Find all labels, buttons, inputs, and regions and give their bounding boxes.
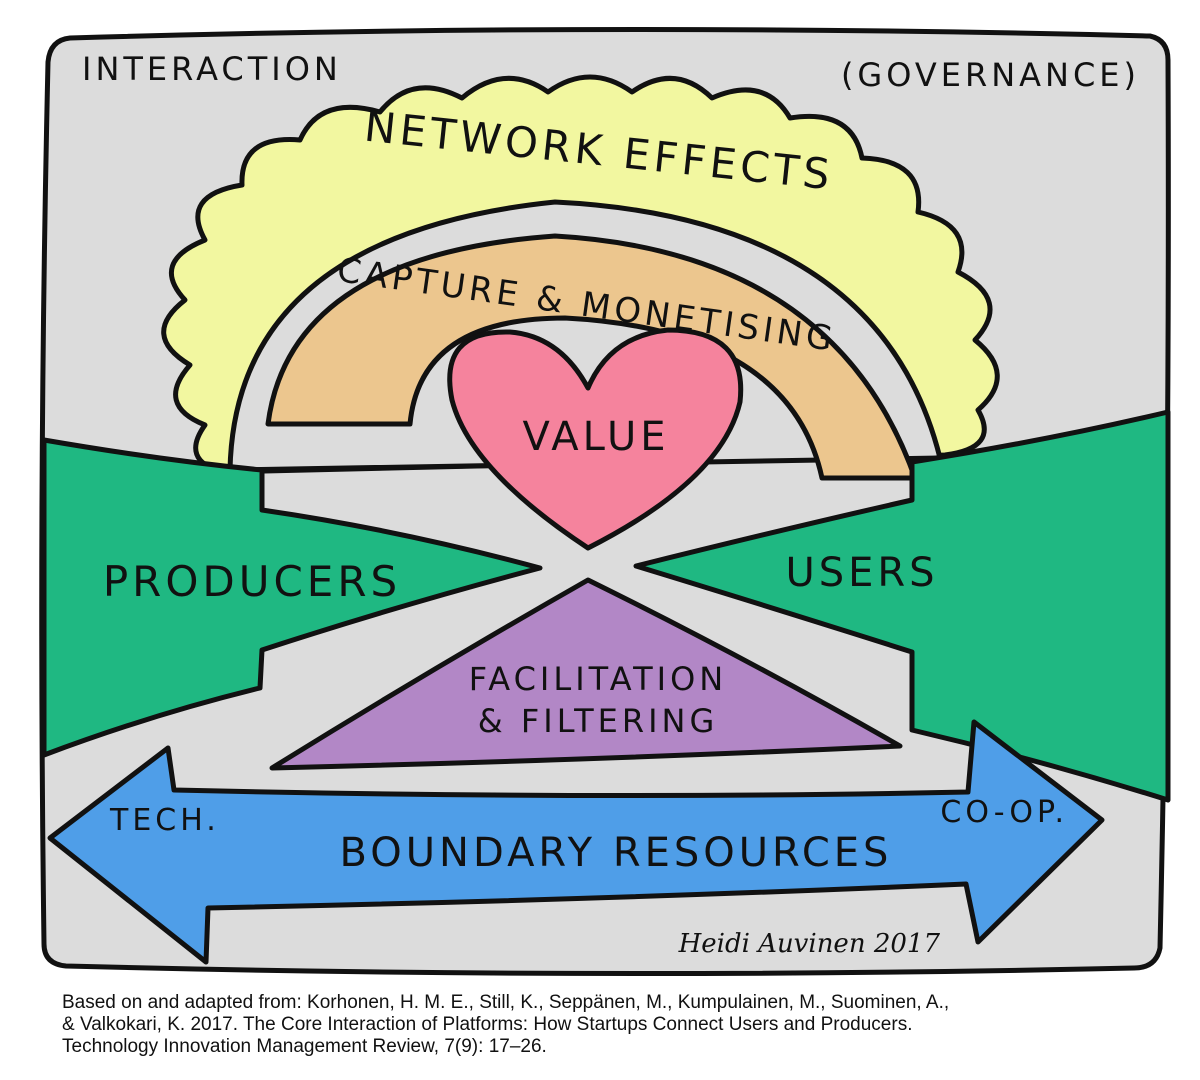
signature: Heidi Auvinen 2017 — [678, 929, 941, 959]
coop-label: CO-OP. — [940, 795, 1068, 830]
producers-label: PRODUCERS — [103, 557, 401, 606]
governance-label: (GOVERNANCE) — [841, 56, 1140, 94]
users-label: USERS — [785, 550, 938, 596]
interaction-label: INTERACTION — [82, 50, 342, 88]
capture-monetising-arch — [265, 233, 918, 481]
producers-arrow — [41, 437, 543, 758]
boundary-resources-arrow — [47, 719, 1105, 965]
citation-caption: Based on and adapted from: Korhonen, H. … — [62, 992, 1162, 1058]
citation-line-1: Based on and adapted from: Korhonen, H. … — [62, 992, 950, 1013]
facilitation-label: FACILITATION — [469, 660, 727, 698]
filtering-label: & FILTERING — [478, 702, 719, 740]
tech-label: TECH. — [109, 803, 220, 838]
citation-line-3: Technology Innovation Management Review,… — [62, 1036, 547, 1057]
value-label: VALUE — [522, 414, 669, 460]
platform-core-interaction-diagram: INTERACTION (GOVERNANCE) NETWORK EFFECTS… — [39, 26, 1171, 977]
citation-line-2: & Valkokari, K. 2017. The Core Interacti… — [62, 1014, 913, 1035]
facilitation-filtering-triangle — [269, 577, 903, 771]
boundary-resources-label: BOUNDARY RESOURCES — [340, 830, 893, 876]
value-heart — [447, 327, 744, 551]
